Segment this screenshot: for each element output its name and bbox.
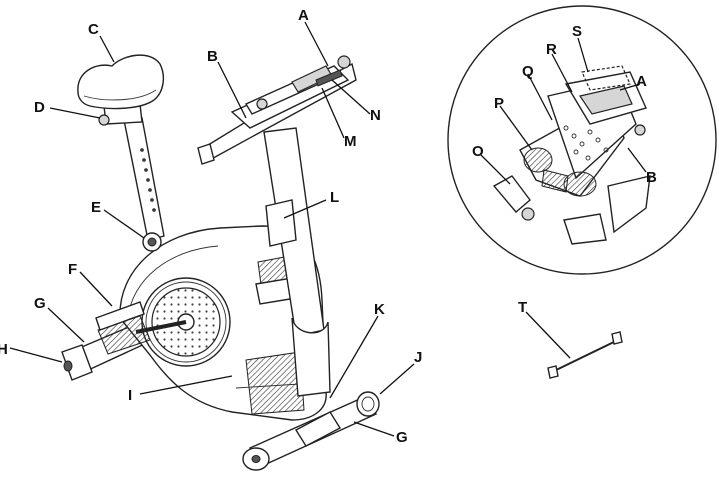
label-p: P — [494, 95, 504, 112]
console-detail-inset — [448, 6, 716, 274]
label-k: K — [374, 301, 385, 318]
label-j: J — [414, 349, 422, 366]
bike-illustration — [62, 55, 379, 470]
label-i: I — [128, 387, 132, 404]
label-t: T — [518, 299, 527, 316]
label-m: M — [344, 133, 357, 150]
label-e: E — [91, 199, 101, 216]
label-g-front: G — [396, 429, 408, 446]
label-r: R — [546, 41, 557, 58]
label-f: F — [68, 261, 77, 278]
label-b-inset: B — [646, 169, 657, 186]
label-s: S — [572, 23, 582, 40]
label-g-rear: G — [34, 295, 46, 312]
label-a: A — [298, 7, 309, 24]
label-c: C — [88, 21, 99, 38]
label-d: D — [34, 99, 45, 116]
label-n: N — [370, 107, 381, 124]
label-b: B — [207, 48, 218, 65]
label-h: H — [0, 341, 8, 358]
seat-adjust-knob — [143, 233, 161, 251]
label-l: L — [330, 189, 339, 206]
label-q: Q — [522, 63, 534, 80]
part-t-cable — [548, 332, 622, 378]
label-o: O — [472, 143, 484, 160]
label-a-inset: A — [636, 73, 647, 90]
